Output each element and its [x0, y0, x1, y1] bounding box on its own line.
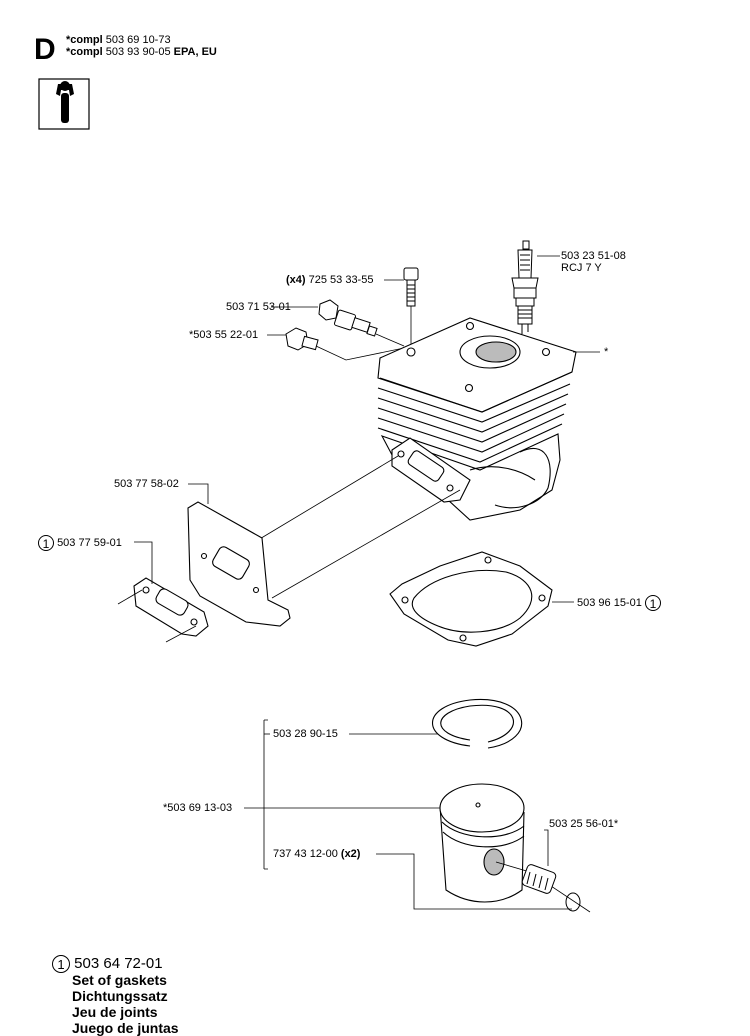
gasket-set-marker-2: 1 [644, 595, 661, 611]
base-gasket [389, 551, 553, 647]
compl-prefix-2: *compl [66, 46, 103, 58]
muffler-plate-label: 503 77 58-02 [114, 478, 179, 490]
spark-plug [511, 240, 539, 334]
circlip-number: 737 43 12-00 [273, 848, 338, 860]
needle-bearing [521, 864, 557, 894]
screw-part-number: 725 53 33-55 [308, 274, 374, 286]
circlip-label: 737 43 12-00 (x2) [273, 848, 360, 860]
exhaust-gasket-label: 1 503 77 59-01 [38, 535, 122, 551]
valve-label: 503 71 53-01 [226, 301, 291, 313]
piston-ring-label: 503 28 90-15 [273, 728, 338, 740]
exhaust-port-flange [391, 437, 471, 503]
gasket-set-marker-1: 1 [38, 535, 54, 551]
section-letter: D [34, 33, 56, 66]
spark-plug-type-label: RCJ 7 Y [561, 262, 602, 274]
region-suffix: EPA, EU [173, 46, 217, 58]
legend-name-fr: Jeu de joints [72, 1004, 158, 1020]
cylinder-marker: * [604, 346, 609, 358]
assembly-part-2: 503 93 90-05 [105, 46, 171, 58]
cylinder [377, 317, 577, 521]
plug-label: *503 55 22-01 [189, 329, 259, 341]
assembly-number-2: *compl 503 93 90-05 EPA, EU [66, 46, 217, 58]
compl-prefix-1: *compl [66, 34, 103, 46]
needle-bearing-label: 503 25 56-01* [549, 818, 619, 830]
piston-assy-label: *503 69 13-03 [163, 802, 233, 814]
legend-kit: 1 503 64 72-01 [52, 955, 163, 973]
spark-plug-label: 503 23 51-08 [561, 250, 626, 262]
piston-ring [431, 698, 523, 749]
decompression-valve [318, 299, 378, 337]
assembly-part-1: 503 69 10-73 [105, 34, 171, 46]
screw-label: (x4) 725 53 33-55 [286, 274, 373, 286]
exhaust-gasket [133, 577, 209, 637]
legend-kit-number: 503 64 72-01 [74, 954, 163, 972]
base-gasket-number: 503 96 15-01 [577, 596, 642, 609]
legend-marker: 1 [52, 955, 70, 973]
circlip [565, 892, 581, 912]
piston [439, 783, 525, 903]
cylinder-screw [403, 267, 419, 307]
circlip-qty: (x2) [340, 848, 361, 860]
base-gasket-label: 503 96 15-01 1 [577, 595, 661, 611]
legend-name-de: Dichtungssatz [72, 988, 168, 1004]
muffler-plate [187, 501, 291, 627]
legend-name-es: Juego de juntas [72, 1020, 179, 1036]
exhaust-gasket-number: 503 77 59-01 [57, 536, 122, 549]
assembly-number-1: *compl 503 69 10-73 [66, 34, 171, 46]
legend-name-en: Set of gaskets [72, 972, 167, 988]
cylinder-plug [285, 327, 319, 351]
service-tool-icon [38, 78, 90, 130]
screw-qty: (x4) [286, 274, 306, 286]
